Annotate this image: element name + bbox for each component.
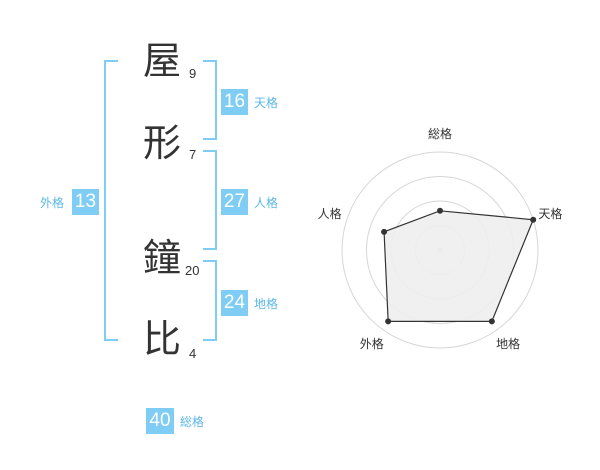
radar-point-1 bbox=[437, 207, 443, 214]
stroke-count-1: 9 bbox=[189, 66, 197, 81]
gaikaku-bracket bbox=[104, 60, 118, 341]
jinkaku-value: 27 bbox=[221, 189, 248, 215]
name-char-3: 鐘 bbox=[143, 236, 182, 280]
stroke-count-2: 7 bbox=[189, 147, 197, 162]
name-char-4: 比 bbox=[143, 317, 182, 361]
soukaku-label: 総格 bbox=[180, 415, 205, 429]
radar-axis-label: 人格 bbox=[318, 206, 342, 221]
radar-area bbox=[383, 210, 535, 322]
radar-axis-label: 外格 bbox=[360, 336, 384, 351]
chikaku-bracket bbox=[203, 260, 217, 341]
radar-ring bbox=[341, 151, 539, 349]
tenkaku-label: 天格 bbox=[254, 96, 279, 110]
stroke-count-3: 20 bbox=[185, 263, 200, 278]
radar-axis-label: 総格 bbox=[428, 126, 452, 141]
radar-point-2 bbox=[530, 216, 537, 223]
stroke-count-4: 4 bbox=[189, 346, 197, 361]
gaikaku-label: 外格 bbox=[40, 196, 65, 210]
radar-point-3 bbox=[488, 318, 495, 325]
radar-axis-label: 地格 bbox=[496, 336, 520, 351]
name-char-2: 形 bbox=[143, 121, 182, 165]
radar-axis-label: 天格 bbox=[538, 206, 562, 221]
tenkaku-value: 16 bbox=[221, 89, 248, 115]
jinkaku-label: 人格 bbox=[254, 196, 279, 210]
soukaku-value: 40 bbox=[146, 408, 174, 434]
jinkaku-bracket bbox=[203, 150, 217, 250]
name-char-1: 屋 bbox=[143, 39, 182, 83]
tenkaku-bracket bbox=[203, 60, 217, 140]
chikaku-label: 地格 bbox=[254, 297, 279, 311]
chikaku-value: 24 bbox=[221, 290, 248, 316]
radar-point-5 bbox=[381, 228, 388, 235]
radar-point-4 bbox=[385, 318, 392, 325]
gaikaku-value: 13 bbox=[72, 189, 99, 215]
